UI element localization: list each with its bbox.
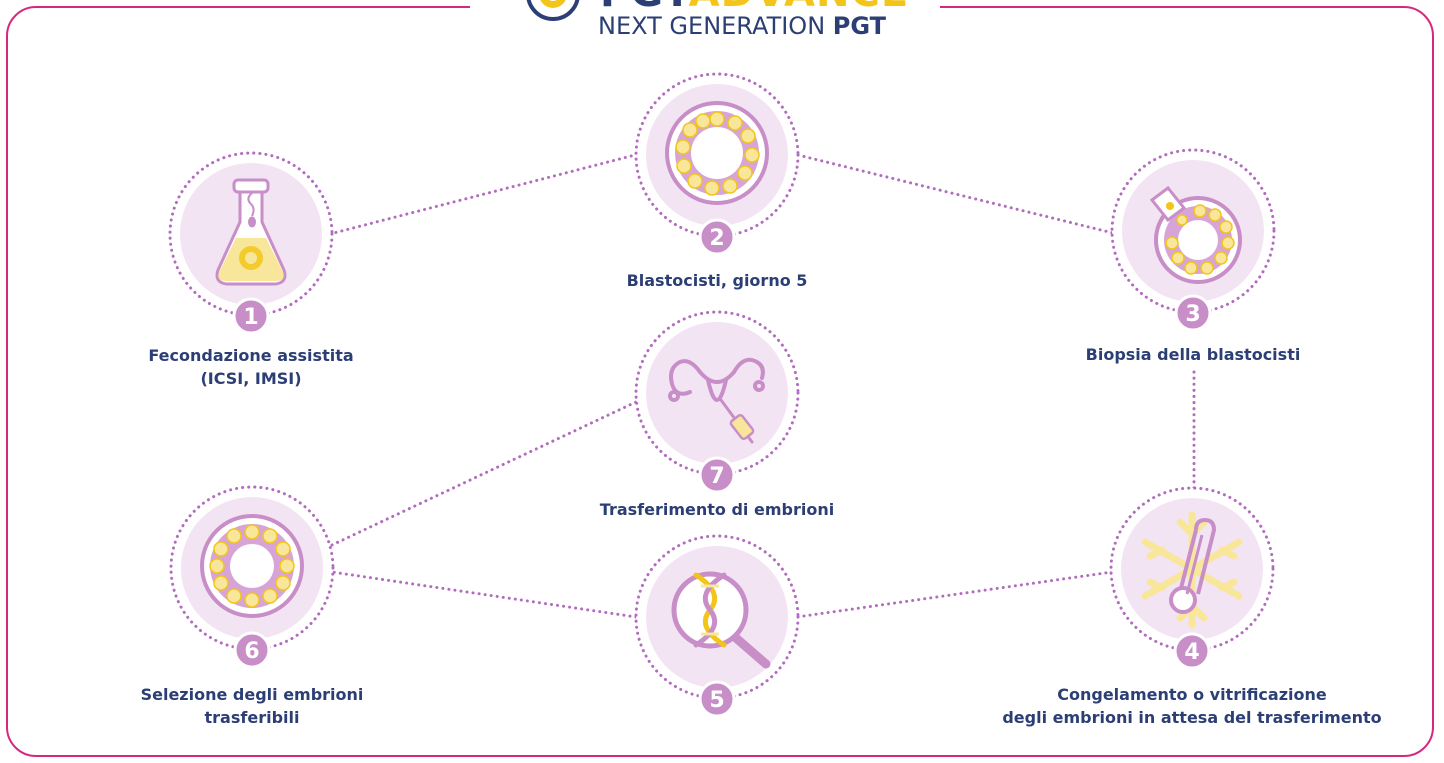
step-3-number: 3 <box>1185 302 1200 327</box>
blastocyst-icon <box>665 101 769 205</box>
step-3-node: 3 <box>1110 148 1276 332</box>
step-2-label: Blastocisti, giorno 5 <box>577 269 857 292</box>
logo-tagline-bold: PGT <box>832 12 887 40</box>
dna-magnifier-icon <box>671 571 771 669</box>
connector-1-2 <box>328 153 637 236</box>
connector-4-5 <box>795 570 1114 619</box>
step-3-label: Biopsia della blastocisti <box>1053 343 1333 366</box>
step-7-label: Trasferimento di embrioni <box>567 498 867 521</box>
step-3-label-line-1: Biopsia della blastocisti <box>1085 345 1301 364</box>
step-4-label-line-1: Congelamento o vitrificazione <box>1057 685 1327 704</box>
logo-advance: ADVANCE <box>689 0 910 16</box>
step-2-label-line-1: Blastocisti, giorno 5 <box>626 271 808 290</box>
step-7-label-line-1: Trasferimento di embrioni <box>599 500 835 519</box>
step-1-label: Fecondazione assistita (ICSI, IMSI) <box>111 344 391 390</box>
embryo-selection-icon <box>200 514 304 618</box>
step-1-number: 1 <box>243 305 258 330</box>
connector-5-6 <box>330 570 638 619</box>
step-6-label: Selezione degli embrioni trasferibili <box>102 683 402 729</box>
step-4-number: 4 <box>1184 640 1199 665</box>
flask-icon <box>215 178 287 286</box>
snowflake-thermometer-icon <box>1141 511 1243 629</box>
step-2-node: 2 <box>634 72 800 256</box>
step-4-node: 4 <box>1109 486 1275 670</box>
step-1-node: 1 <box>168 151 334 335</box>
step-5-number: 5 <box>709 688 724 713</box>
logo-tagline-normal: NEXT GENERATION <box>598 12 826 40</box>
logo-tagline: NEXT GENERATION PGT <box>598 12 886 40</box>
step-2-number: 2 <box>709 226 724 251</box>
step-6-number: 6 <box>244 639 259 664</box>
step-4-label: Congelamento o vitrificazione degli embr… <box>982 683 1402 729</box>
step-4-label-line-2: degli embrioni in attesa del trasferimen… <box>1002 708 1382 727</box>
step-7-node: 7 <box>634 310 800 494</box>
step-5-node: 5 <box>634 534 800 718</box>
logo-badge-icon <box>526 0 580 21</box>
logo-wordmark: PGTADVANCE <box>600 0 909 16</box>
step-1-label-line-2: (ICSI, IMSI) <box>200 369 302 388</box>
step-6-label-line-1: Selezione degli embrioni <box>140 685 364 704</box>
connector-2-3 <box>796 153 1115 235</box>
step-6-label-line-2: trasferibili <box>204 708 300 727</box>
logo: PGTADVANCE NEXT GENERATION PGT <box>470 0 940 50</box>
step-7-number: 7 <box>709 464 724 489</box>
connector-6-7 <box>330 400 638 547</box>
step-6-node: 6 <box>169 485 335 669</box>
uterus-transfer-icon <box>668 357 765 444</box>
biopsy-icon <box>1149 185 1242 284</box>
logo-pgt: PGT <box>600 0 689 16</box>
step-1-label-line-1: Fecondazione assistita <box>148 346 354 365</box>
